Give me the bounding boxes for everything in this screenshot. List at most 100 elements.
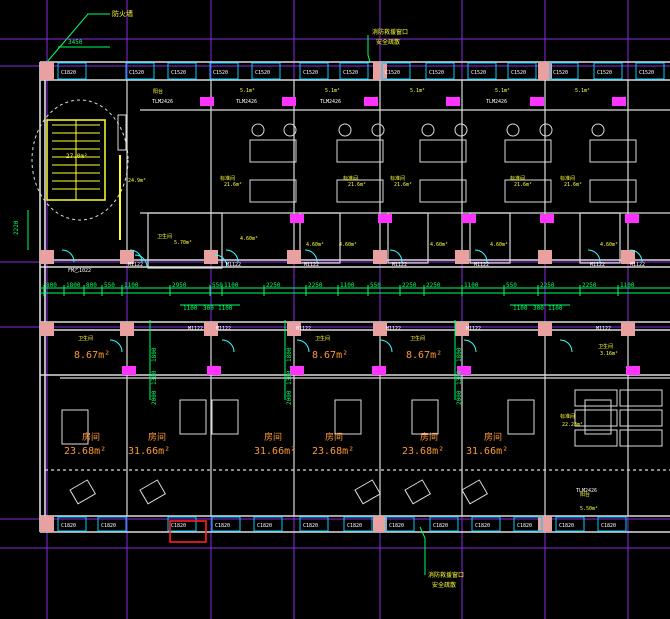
room-area: 5.1m² [410, 88, 425, 94]
stair: 27.0m² [31, 99, 129, 240]
column [40, 322, 54, 336]
room-area: 22.23m² [562, 422, 583, 428]
window-tag: C1520 [303, 70, 318, 76]
window-tag: C1820 [101, 523, 116, 529]
fixture [446, 97, 460, 106]
dimension-lines [27, 46, 670, 400]
door-swing [389, 249, 403, 263]
bathroom-box [299, 212, 341, 264]
room-area: 5.1m² [575, 88, 590, 94]
annotation-firewall: 防火墙 [112, 9, 133, 18]
room-name: 房间 [82, 431, 100, 443]
door-tag: FM乙1022 [68, 267, 91, 274]
left-vertical-dim: 2220 [13, 220, 20, 235]
corridor-dim: 2950 [172, 282, 187, 289]
door-tag: TLM2426 [152, 99, 173, 105]
dim-text: 2000 [151, 390, 158, 405]
bathroom-box [147, 212, 223, 269]
chair [338, 123, 352, 137]
fixture [626, 366, 640, 375]
room-name: 阳台 [580, 491, 590, 498]
room-area: 4.60m² [240, 236, 258, 242]
leader-lines [46, 13, 426, 575]
door-tag: M1122 [304, 262, 319, 268]
furniture-block [411, 399, 439, 435]
room-name: 房间 [148, 431, 166, 443]
fixture [530, 97, 544, 106]
room-area: 4.60m² [339, 242, 357, 248]
window-tag: C1520 [255, 70, 270, 76]
bed [574, 389, 618, 407]
mid-right-pair-dims: 1100 300 1100 [513, 305, 563, 312]
corridor-dim: 2250 [308, 282, 323, 289]
dim-text: 1100 [513, 305, 528, 312]
leader [367, 35, 371, 63]
room-area: 5.1m² [240, 88, 255, 94]
window [339, 62, 369, 80]
fixture [200, 97, 214, 106]
room-area: 21.6m² [564, 182, 582, 188]
room-area: 21.6m² [394, 182, 412, 188]
door-tag: M1122 [188, 326, 203, 332]
dim-text: 300 [533, 305, 544, 312]
column [373, 322, 387, 336]
column [287, 322, 301, 336]
dim-text: 1800 [286, 347, 293, 362]
column [538, 250, 552, 264]
room-area: 5.1m² [325, 88, 340, 94]
annotation-top-1: 消防救援窗口 [372, 28, 408, 36]
door-tag: TLM2426 [576, 488, 597, 494]
column [621, 322, 635, 336]
window [471, 516, 501, 532]
bed [619, 429, 663, 447]
furniture-block [507, 399, 535, 435]
room-area: 21.6m² [348, 182, 366, 188]
corridor-dim: 550 [212, 282, 223, 289]
dim-text: 1300 [456, 370, 463, 385]
bed [504, 139, 552, 163]
corridor-dim: 550 [506, 282, 517, 289]
window [125, 62, 155, 80]
fixture [207, 366, 221, 375]
door-swing [587, 249, 601, 263]
bed [504, 179, 552, 203]
window-tag: C1820 [303, 523, 318, 529]
bed [249, 139, 297, 163]
window-tag: C1520 [639, 70, 654, 76]
door-tag: TLM2426 [236, 99, 257, 105]
window [167, 516, 197, 532]
door-tag: M1122 [590, 262, 605, 268]
room-area: 21.6m² [224, 182, 242, 188]
door-tag: M1122 [128, 262, 143, 268]
door-swing [474, 249, 488, 263]
armchair [461, 479, 489, 505]
highlight-box [169, 520, 207, 543]
vertical-stack-1: 1800 1300 2000 [151, 347, 158, 405]
stair-box [117, 114, 127, 151]
window-tag: C1820 [601, 523, 616, 529]
bed [619, 389, 663, 407]
fixture [457, 366, 471, 375]
window-tag: C1520 [429, 70, 444, 76]
dim-text: 2000 [286, 390, 293, 405]
chair [539, 123, 553, 137]
chair [506, 123, 520, 137]
room-area: 24.9m² [128, 178, 146, 184]
window-tag: C1820 [517, 523, 532, 529]
bed [589, 179, 637, 203]
window [385, 516, 415, 532]
corridor-dim: 1100 [124, 282, 139, 289]
window [97, 516, 127, 532]
door-tag: M1122 [466, 326, 481, 332]
window-tag: C1820 [61, 70, 76, 76]
room-name: 标准间 [220, 175, 235, 182]
room-area: 5.1m² [495, 88, 510, 94]
corridor-dim: 1100 [340, 282, 355, 289]
bed [249, 179, 297, 203]
column [455, 250, 469, 264]
bathroom-box [579, 212, 621, 264]
vertical-stack-2: 1800 1300 2000 [286, 347, 293, 405]
door-swing [304, 249, 318, 263]
room-area: 8.67m² [312, 350, 348, 361]
